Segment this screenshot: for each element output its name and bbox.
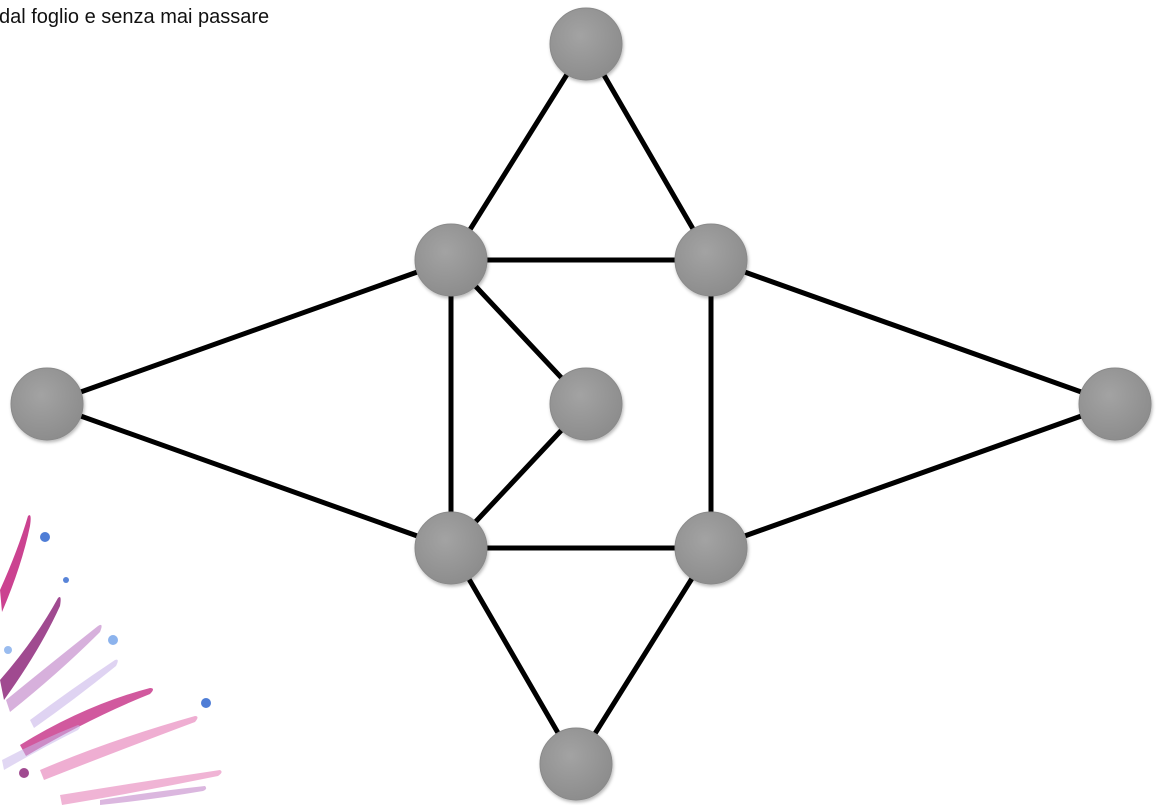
watercolor-splash-decoration [0,515,222,805]
splash-drop [4,646,12,654]
graph-node-right [1079,368,1151,440]
graph-edge-ulCenter-left [47,260,451,404]
graph-node-urCenter [675,224,747,296]
graph-node-left [11,368,83,440]
splash-drop [108,635,118,645]
graph-edge-left-llCenter [47,404,451,548]
graph-node-top [550,8,622,80]
graph-node-lrCenter [675,512,747,584]
graph-edge-right-lrCenter [711,404,1115,548]
splash-drop [201,698,211,708]
nodes-group [11,8,1151,800]
graph-edge-llCenter-bottom [451,548,576,764]
splash-drop [63,577,69,583]
graph-edge-urCenter-right [711,260,1115,404]
graph-edge-top-ulCenter [451,44,586,260]
splash-stroke [0,515,31,612]
graph-node-mid [550,368,622,440]
splash-drop [19,768,29,778]
graph-node-bottom [540,728,612,800]
graph-edge-lrCenter-bottom [576,548,711,764]
splash-drop [40,532,50,542]
graph-node-llCenter [415,512,487,584]
graph-node-ulCenter [415,224,487,296]
graph-edge-top-urCenter [586,44,711,260]
